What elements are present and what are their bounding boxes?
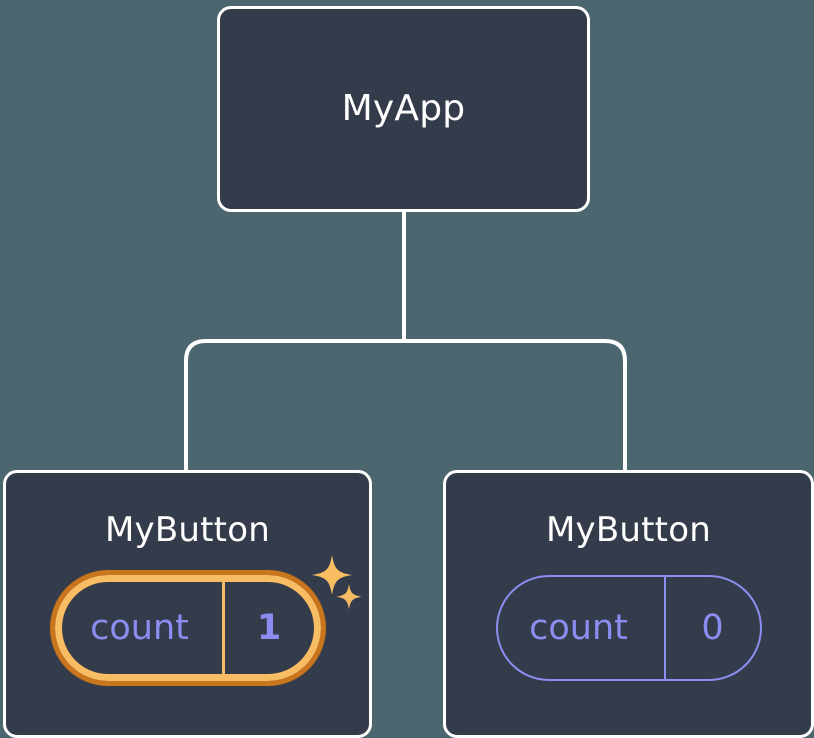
state-pill-highlighted[interactable]: count 1 [49, 570, 326, 686]
node-title: MyButton [546, 510, 711, 550]
state-key-label: count [62, 582, 225, 674]
sparkle-large-icon [311, 555, 352, 595]
node-title: MyButton [105, 510, 270, 550]
component-node-myapp[interactable]: MyApp [217, 6, 590, 212]
state-value-label: 0 [701, 607, 724, 648]
state-pill-wrapper: count 0 [495, 575, 762, 681]
component-node-mybutton-left[interactable]: MyButton count 1 [3, 470, 372, 738]
state-pill[interactable]: count 0 [495, 575, 762, 681]
state-value-label: 1 [256, 607, 282, 648]
state-pill-wrapper: count 1 [49, 555, 362, 686]
node-title: MyApp [341, 88, 466, 129]
edge-bus-to-children [184, 339, 627, 470]
sparkle-small-icon [335, 584, 362, 610]
component-node-mybutton-right[interactable]: MyButton count 0 [443, 470, 814, 738]
state-key-label: count [498, 577, 666, 679]
